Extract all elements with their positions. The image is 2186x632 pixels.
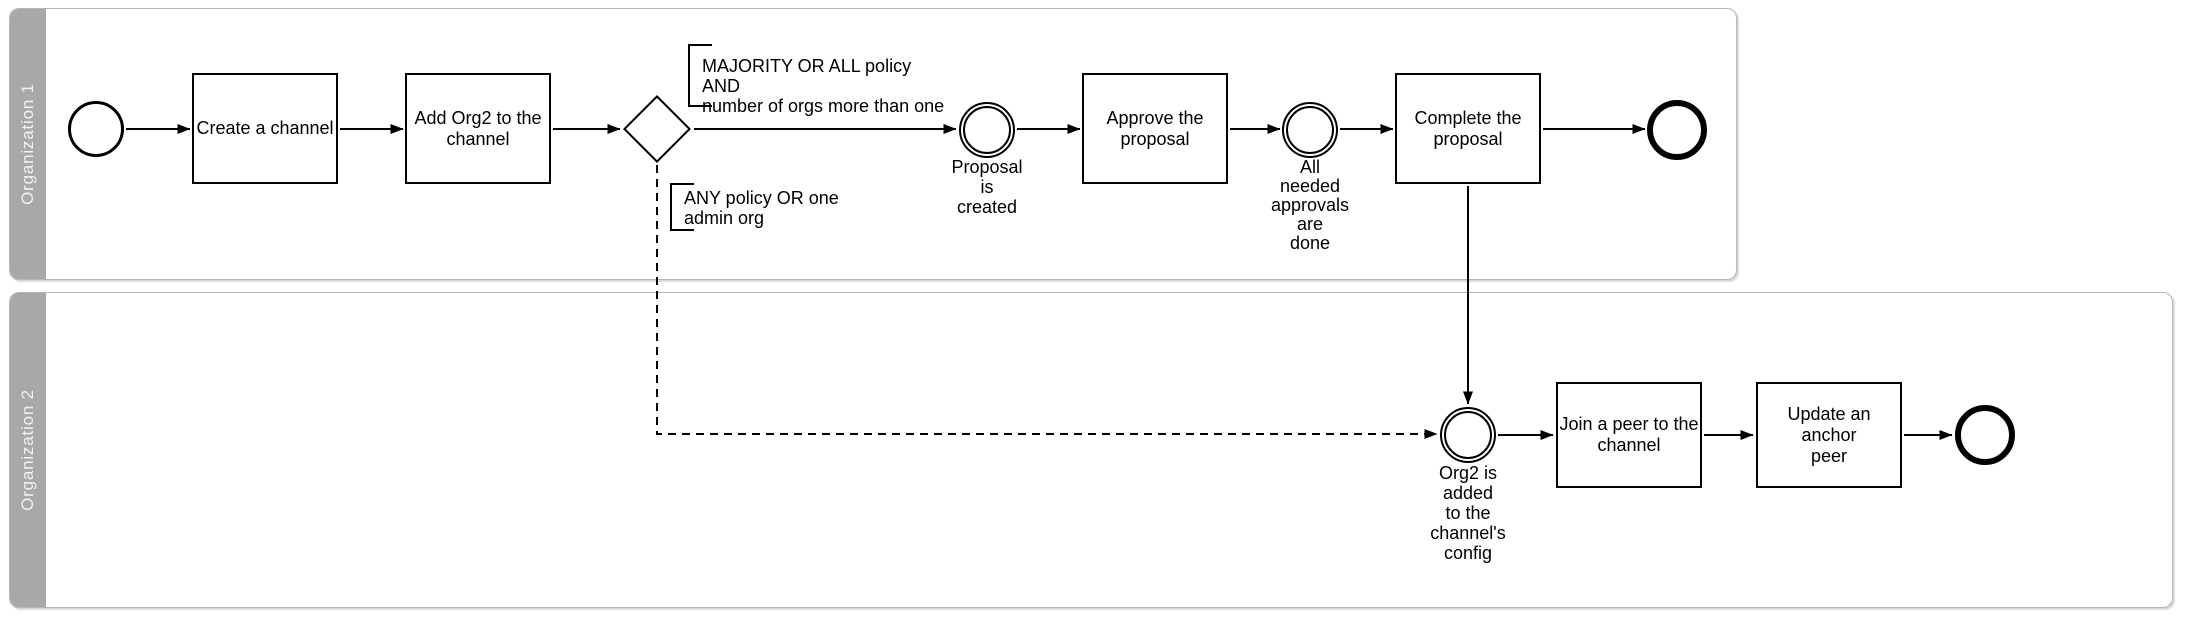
task-approve-proposal: Approve the proposal bbox=[1082, 73, 1228, 184]
event-label-org2-added: Org2 is added to the channel's config bbox=[1430, 463, 1506, 563]
task-create-channel: Create a channel bbox=[192, 73, 338, 184]
event-approvals-done bbox=[1282, 102, 1338, 158]
lane-header-organization-1: Organization 1 bbox=[10, 9, 46, 279]
event-label-proposal-created: Proposal is created bbox=[951, 157, 1023, 217]
task-add-org2: Add Org2 to the channel bbox=[405, 73, 551, 184]
task-join-peer: Join a peer to the channel bbox=[1556, 382, 1702, 488]
lane-header-organization-2: Organization 2 bbox=[10, 293, 46, 607]
task-update-anchor: Update an anchor peer bbox=[1756, 382, 1902, 488]
lane-label-organization-2: Organization 2 bbox=[18, 389, 37, 511]
end-event-org2 bbox=[1955, 405, 2015, 465]
annotation-majority-policy: MAJORITY OR ALL policy AND number of org… bbox=[702, 56, 945, 116]
task-complete-proposal: Complete the proposal bbox=[1395, 73, 1541, 184]
start-event bbox=[68, 101, 124, 157]
annotation-any-policy: ANY policy OR one admin org bbox=[684, 188, 839, 228]
end-event-org1 bbox=[1647, 100, 1707, 160]
event-org2-added bbox=[1440, 407, 1496, 463]
annotation-bracket-majority bbox=[688, 44, 712, 107]
event-label-approvals-done: All needed approvals are done bbox=[1270, 157, 1350, 253]
lane-label-organization-1: Organization 1 bbox=[18, 83, 37, 205]
event-proposal-created bbox=[959, 102, 1015, 158]
